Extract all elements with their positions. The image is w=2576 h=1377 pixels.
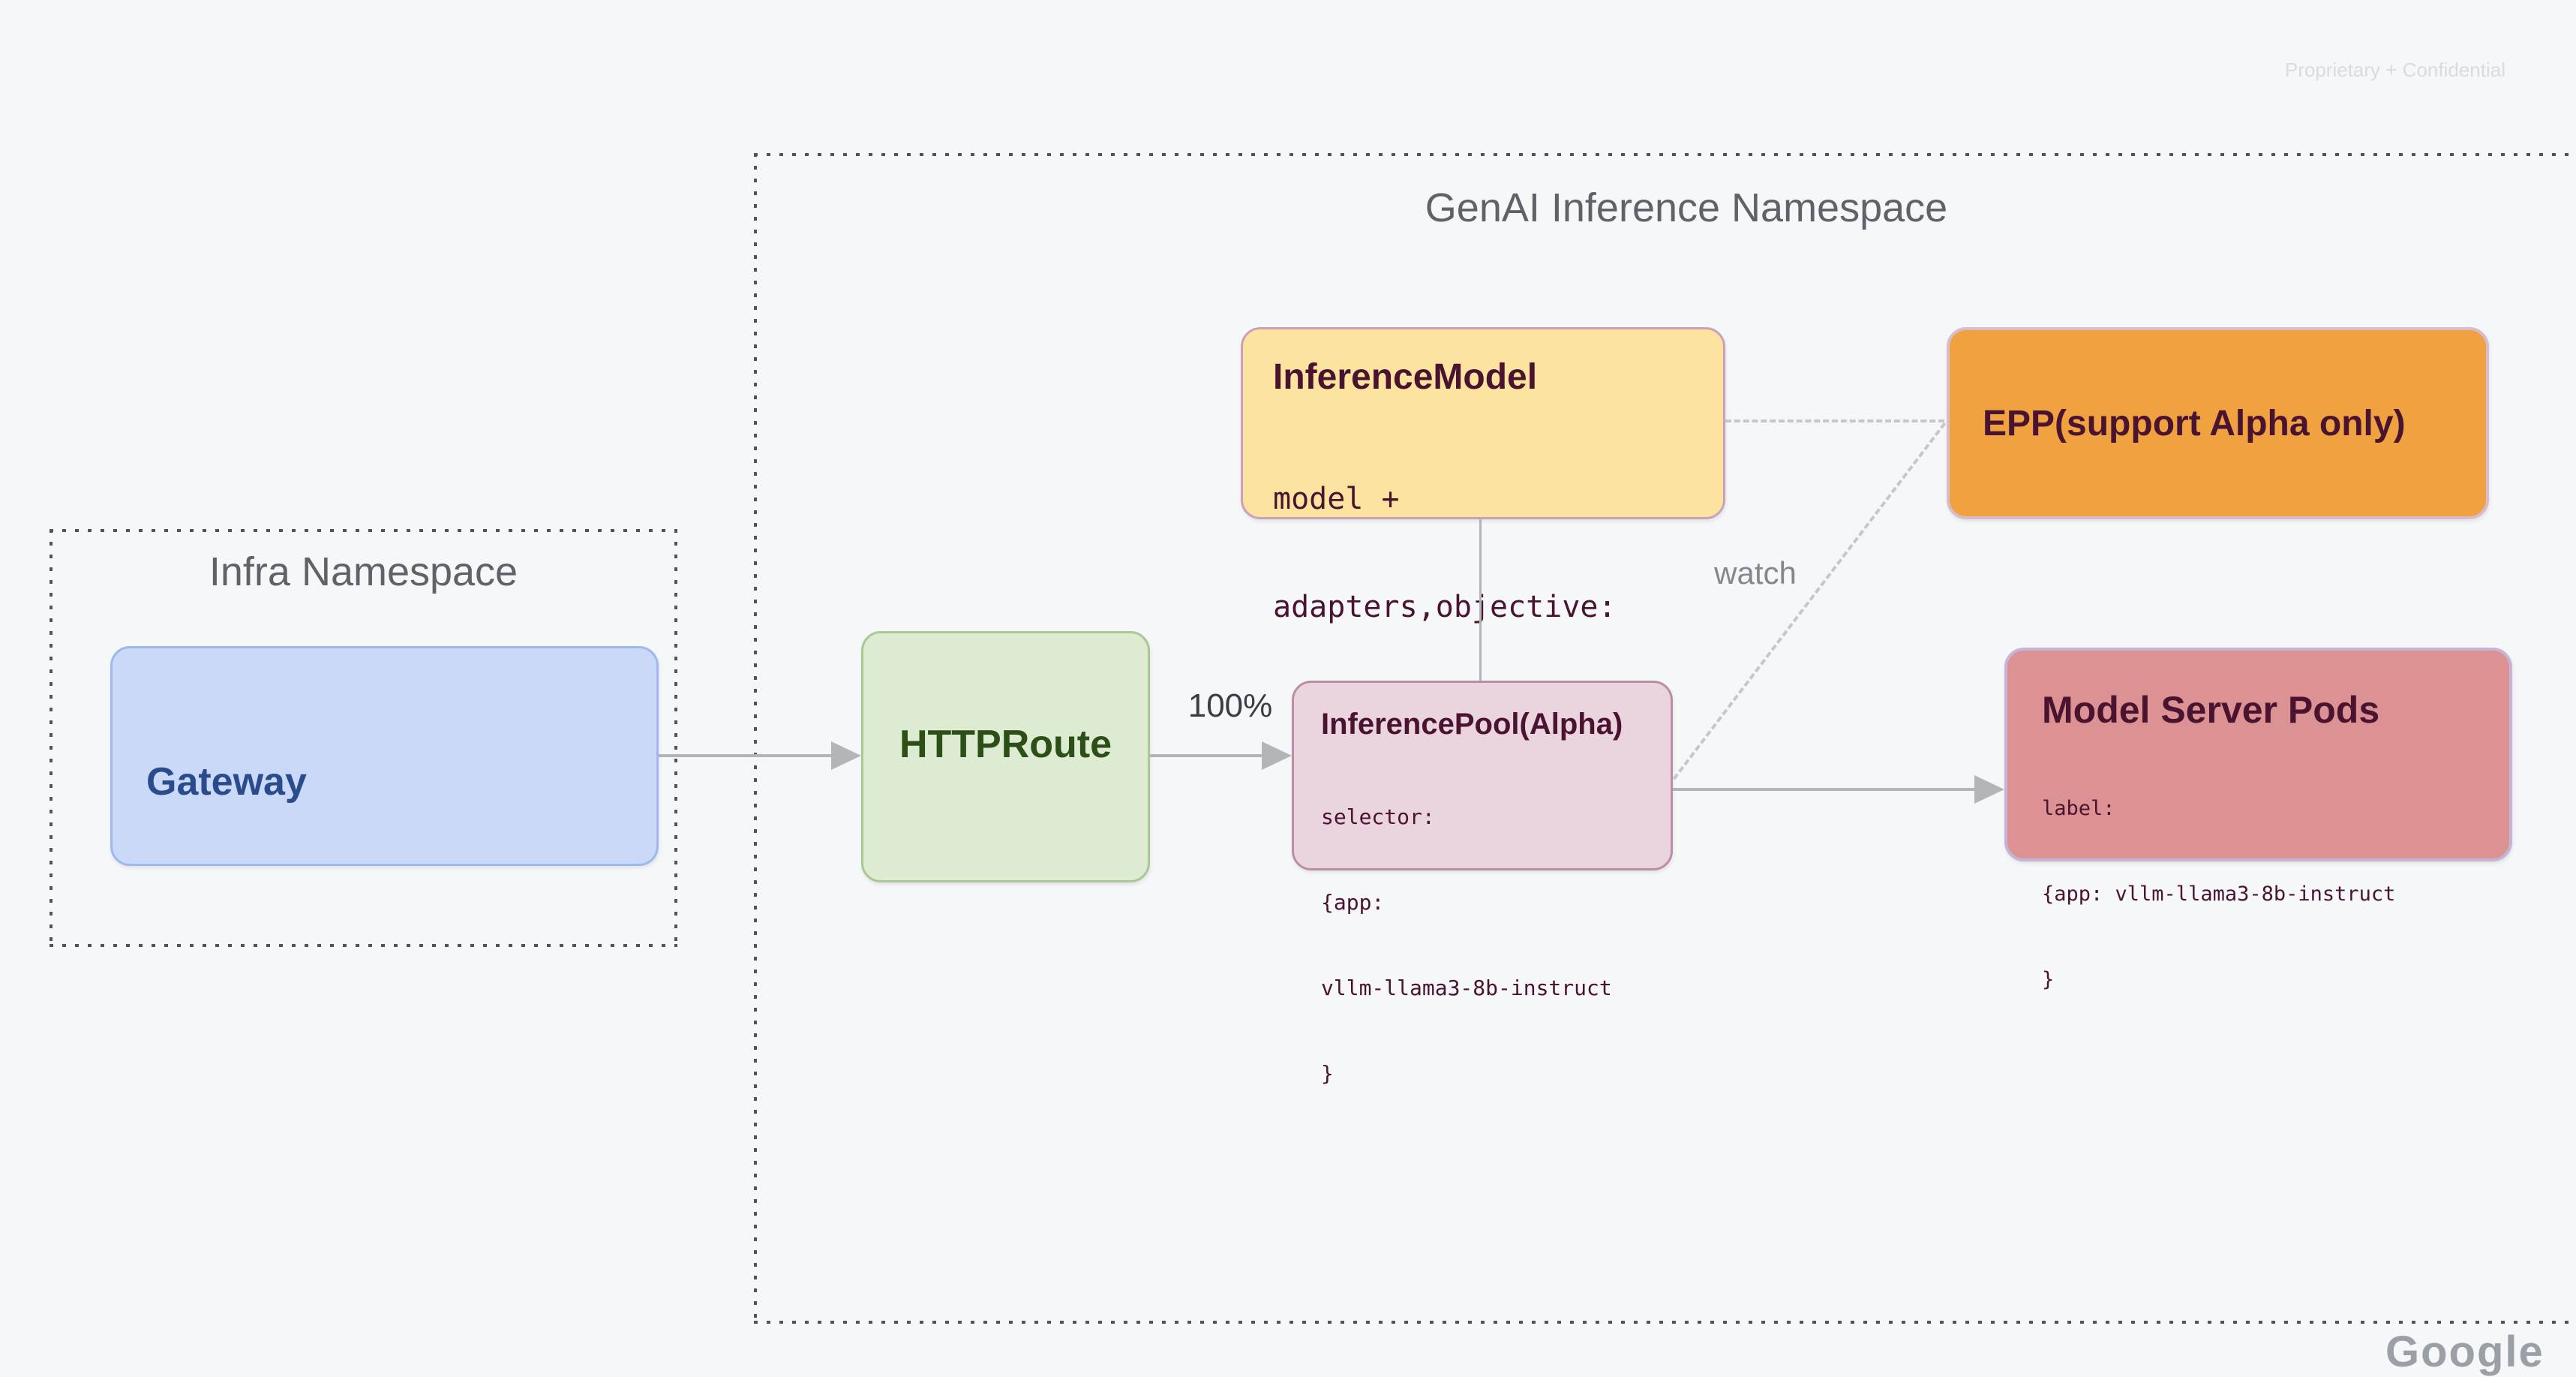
epp-node: EPP(support Alpha only) — [1947, 327, 2489, 519]
inference-pool-title: InferencePool(Alpha) — [1321, 708, 1623, 741]
inference-pool-line: } — [1321, 1061, 1334, 1086]
inference-pool-line: {app: — [1321, 890, 1385, 915]
dashed-line-model-to-epp — [1725, 419, 1944, 422]
arrow-gateway-to-httproute — [659, 754, 833, 757]
inference-pool-line: selector: — [1321, 804, 1435, 829]
edge-label-route-weight: 100% — [1187, 687, 1273, 724]
gateway-node: Gateway — [110, 646, 659, 866]
inference-pool-body: selector: {app: vllm-llama3-8b-instruct … — [1321, 746, 1644, 1145]
model-server-pods-node: Model Server Pods label: {app: vllm-llam… — [2004, 648, 2512, 991]
genai-namespace-box — [754, 153, 2576, 1324]
genai-namespace-title: GenAI Inference Namespace — [1425, 185, 1948, 230]
infra-namespace-title: Infra Namespace — [209, 549, 518, 594]
dotted-border-bottom — [754, 1321, 2576, 1324]
httproute-title: HTTPRoute — [899, 723, 1112, 766]
gateway-title: Gateway — [146, 760, 307, 804]
watermark-proprietary: Proprietary + Confidential — [2284, 59, 2505, 81]
inference-model-line: model + — [1273, 482, 1400, 516]
arrowhead-icon — [831, 741, 861, 770]
model-server-pods-title: Model Server Pods — [2042, 689, 2380, 731]
epp-title: EPP(support Alpha only) — [1983, 403, 2406, 443]
line-inference-model-to-pool — [1479, 519, 1482, 681]
dotted-border-top — [754, 153, 2576, 156]
inference-pool-line: vllm-llama3-8b-instruct — [1321, 976, 1612, 1000]
arrowhead-icon — [1262, 741, 1292, 770]
inference-model-body: model + adapters,objective: — [1273, 409, 1693, 697]
dotted-border-right — [674, 529, 677, 947]
google-logo: Google — [2385, 1327, 2544, 1376]
inference-pool-node: InferencePool(Alpha) selector: {app: vll… — [1292, 681, 1673, 1086]
arrowhead-icon — [1974, 775, 2004, 804]
dotted-border-bottom — [50, 944, 677, 947]
model-server-pods-line: {app: vllm-llama3-8b-instruct — [2042, 882, 2396, 906]
inference-model-line: adapters,objective: — [1273, 590, 1617, 624]
model-server-pods-line: label: — [2042, 797, 2115, 820]
httproute-node: HTTPRoute — [861, 631, 1150, 882]
edge-label-watch: watch — [1714, 555, 1797, 591]
dotted-border-top — [50, 529, 677, 532]
arrow-inference-pool-to-pods — [1673, 788, 1976, 791]
dotted-border-left — [754, 153, 757, 1324]
model-server-pods-line: } — [2042, 968, 2055, 991]
arrow-httproute-to-inference-pool — [1150, 754, 1263, 757]
inference-model-node: InferenceModel model + adapters,objectiv… — [1241, 327, 1725, 624]
infra-namespace-box — [50, 529, 677, 947]
model-server-pods-body: label: {app: vllm-llama3-8b-instruct } — [2042, 738, 2475, 1051]
inference-model-title: InferenceModel — [1273, 357, 1538, 397]
dotted-border-left — [50, 529, 53, 947]
